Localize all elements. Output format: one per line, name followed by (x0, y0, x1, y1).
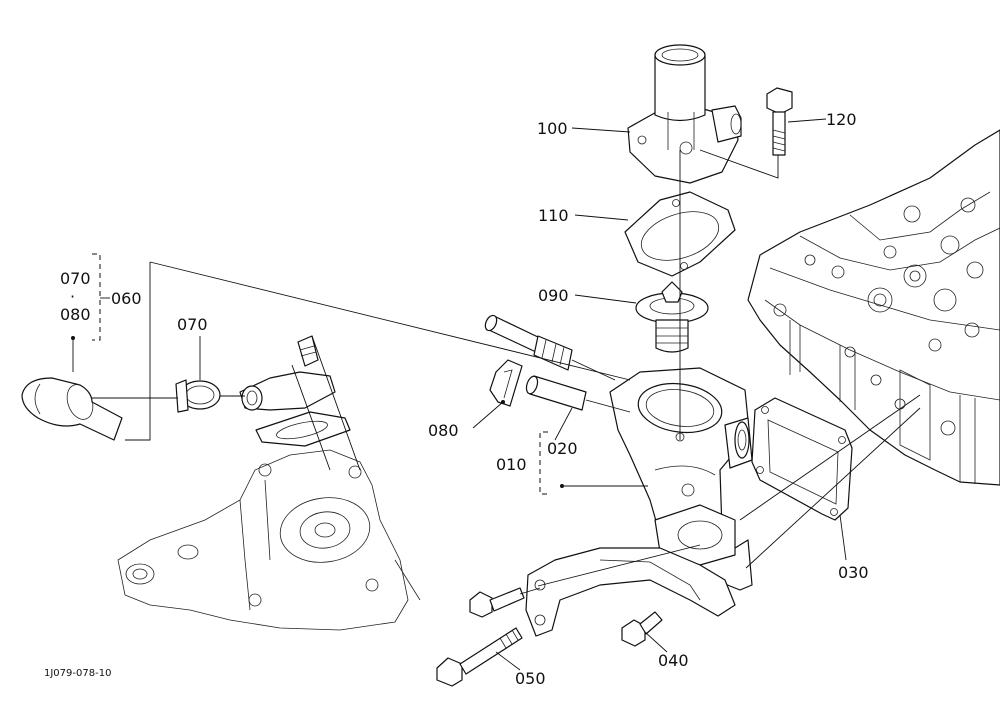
part-080-clip (489, 359, 523, 407)
water-pump-body (117, 449, 421, 631)
part-pipe-fittings (484, 314, 587, 411)
part-090-thermostat (635, 281, 709, 353)
label-070-group: 070 (60, 269, 91, 288)
drawing-code: 1J079-078-10 (44, 668, 111, 679)
label-040: 040 (658, 651, 689, 670)
label-020: 020 (547, 439, 578, 458)
part-labels: 100 120 110 090 070 070 · 080 060 080 02… (44, 110, 869, 688)
part-100-thermostat-cover (627, 44, 742, 184)
part-120-bolt (766, 87, 793, 156)
bolt-near-bracket (469, 587, 525, 618)
part-030-gasket (751, 397, 853, 521)
label-110: 110 (538, 206, 569, 225)
cylinder-head (747, 129, 1000, 486)
label-090: 090 (538, 286, 569, 305)
assembly-lines (92, 149, 921, 595)
part-040-bolt (621, 611, 663, 647)
label-120: 120 (826, 110, 857, 129)
label-030: 030 (838, 563, 869, 582)
label-060: 060 (111, 289, 142, 308)
label-070: 070 (177, 315, 208, 334)
label-080: 080 (428, 421, 459, 440)
part-070-clamp (175, 379, 221, 413)
group-separator: · (70, 287, 75, 306)
label-080-group: 080 (60, 305, 91, 324)
label-leaders (71, 118, 847, 671)
label-010: 010 (496, 455, 527, 474)
label-100: 100 (537, 119, 568, 138)
mounting-bracket (525, 547, 736, 637)
part-010-housing (609, 367, 753, 591)
part-060-hose (21, 377, 123, 441)
part-050-bolt (436, 627, 523, 687)
water-outlet-pipe (239, 335, 351, 447)
label-050: 050 (515, 669, 546, 688)
